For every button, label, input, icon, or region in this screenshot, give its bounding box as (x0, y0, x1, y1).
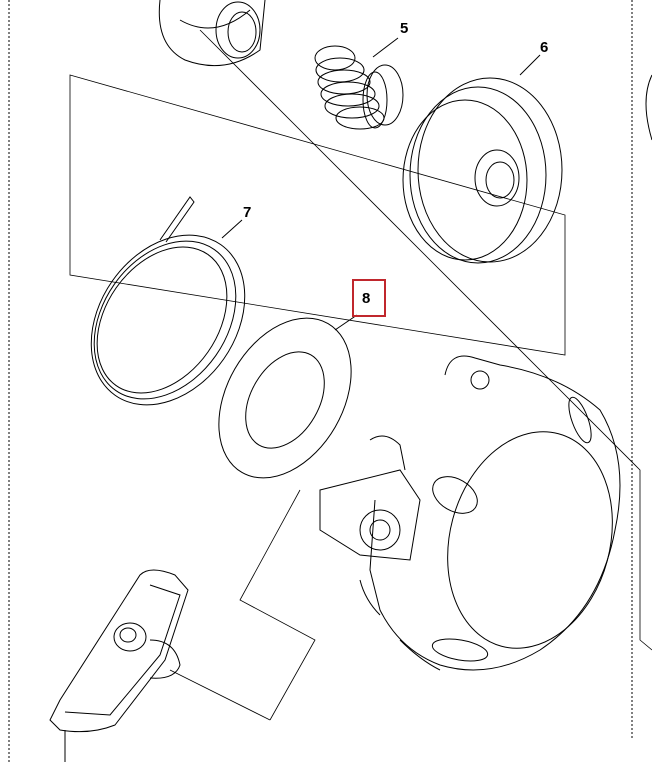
callout-5: 5 (400, 20, 409, 37)
pulley-6 (402, 77, 563, 264)
handle-leader (169, 669, 271, 721)
callout-leader-8 (334, 314, 358, 331)
axis-line (199, 29, 652, 651)
compression-spring-5 (314, 45, 404, 130)
starter-housing (319, 355, 621, 671)
callout-8: 8 (362, 290, 371, 307)
callout-leader-6 (519, 54, 541, 76)
adjacent-part-edge (645, 74, 652, 141)
bushing-part (158, 0, 266, 67)
washer-8 (218, 317, 352, 479)
assembly-bracket (69, 74, 566, 356)
callout-7: 7 (243, 204, 252, 221)
recoil-spring-7 (90, 196, 246, 406)
callout-leader-5 (372, 37, 399, 58)
callout-6: 6 (540, 39, 549, 56)
starter-handle (49, 569, 189, 762)
housing-leader (239, 489, 316, 721)
highlight-box (352, 279, 386, 317)
callout-leader-7 (221, 219, 243, 239)
